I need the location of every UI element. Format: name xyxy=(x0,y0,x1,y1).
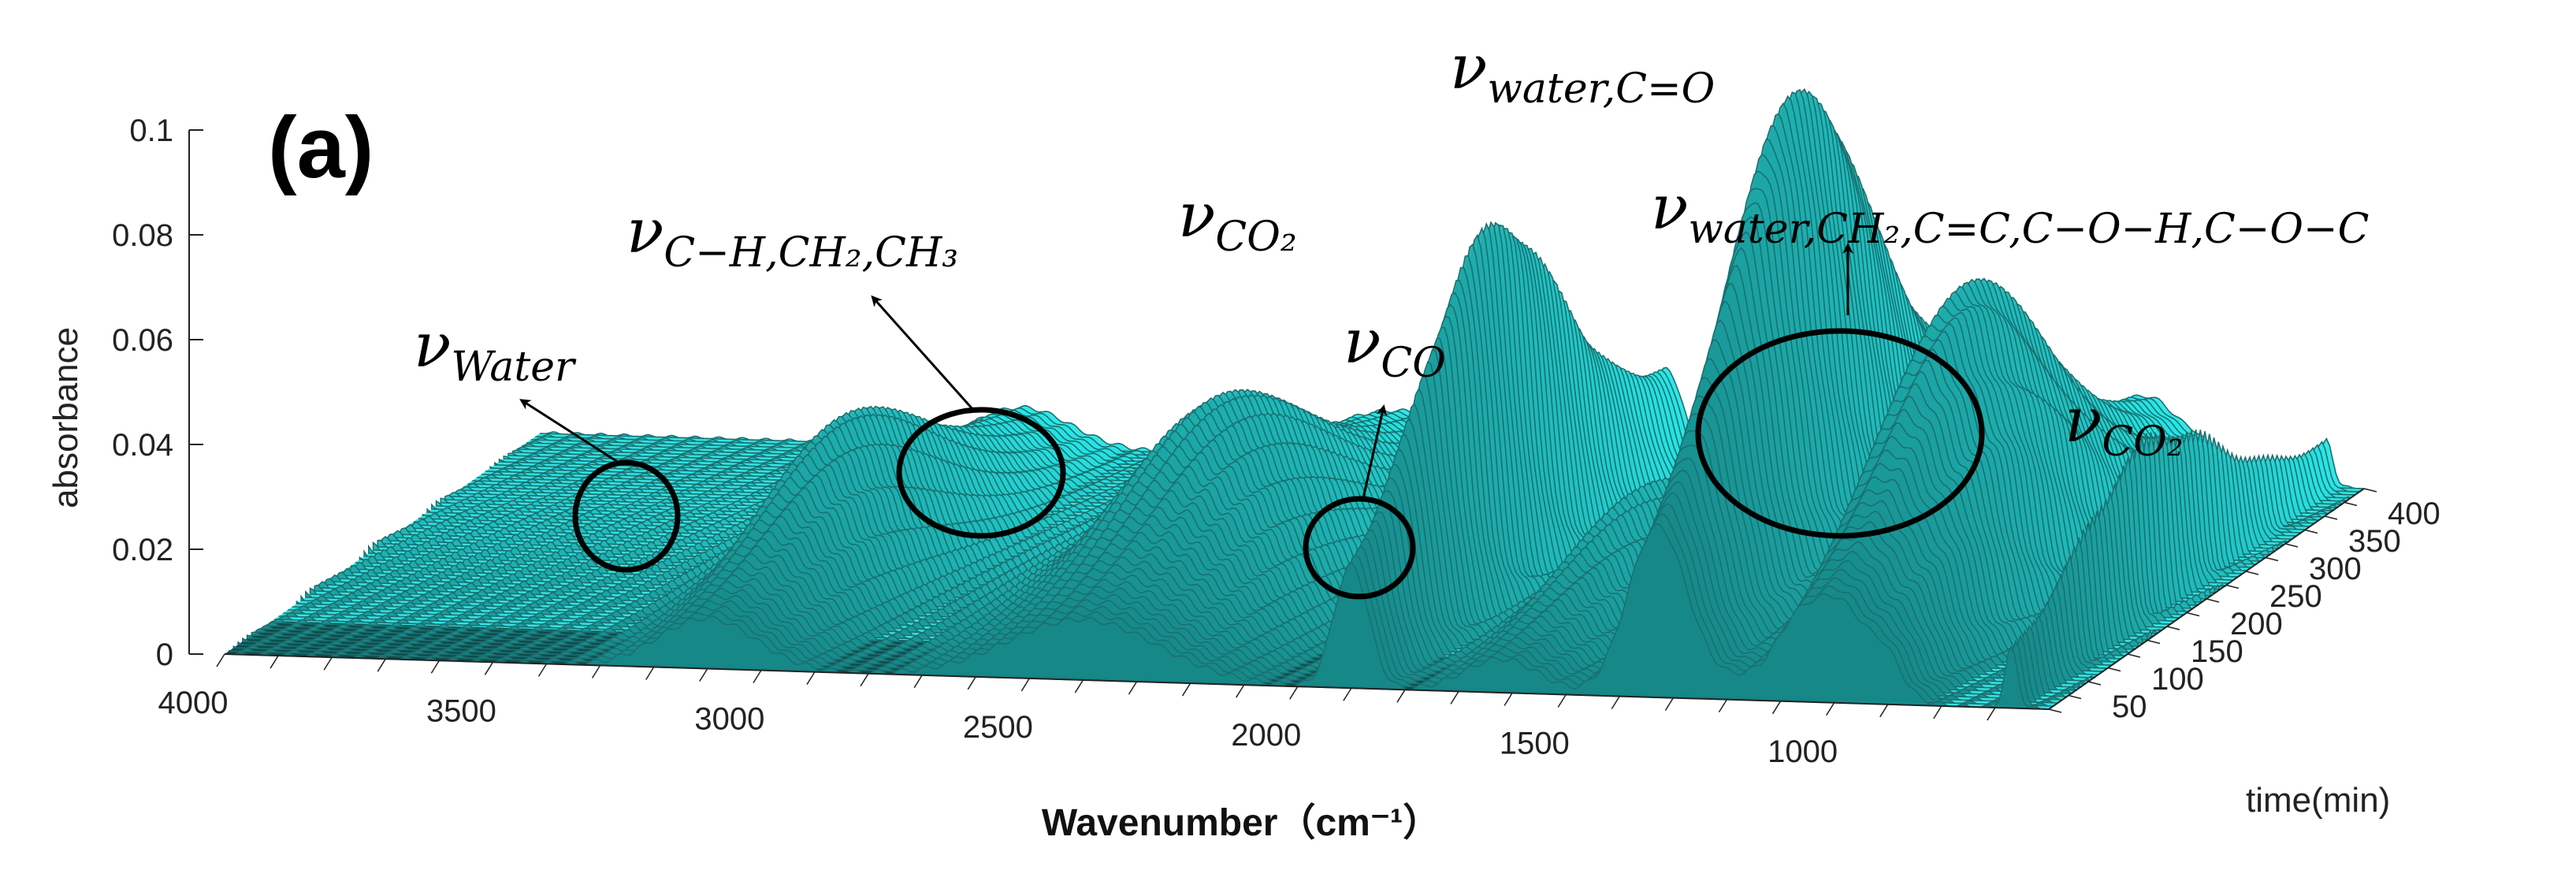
time-minor-tick xyxy=(2206,598,2220,603)
x-minor-tick xyxy=(1557,694,1567,708)
time-minor-tick xyxy=(2245,571,2259,575)
x-minor-tick xyxy=(806,671,816,686)
x-tick-label: 1000 xyxy=(1768,734,1838,769)
x-minor-tick xyxy=(1289,686,1299,700)
x-minor-tick xyxy=(591,665,601,679)
x-tick-label: 2500 xyxy=(963,710,1033,745)
x-minor-tick xyxy=(1771,701,1782,715)
time-minor-tick xyxy=(2363,488,2377,493)
x-minor-tick xyxy=(537,663,548,677)
peak-annotation: νCO₂ xyxy=(2065,385,2184,466)
annotation-arrow xyxy=(519,399,623,467)
x-tick-label: 3000 xyxy=(694,702,764,737)
time-tick-label: 100 xyxy=(2151,662,2204,697)
x-minor-tick xyxy=(430,660,440,674)
x-minor-tick xyxy=(1664,697,1675,711)
x-minor-tick xyxy=(1826,702,1835,716)
x-minor-tick xyxy=(1933,705,1942,719)
panel-label: (a) xyxy=(268,99,374,196)
x-minor-tick xyxy=(1020,678,1030,692)
y-tick-label: 0.1 xyxy=(129,113,173,148)
y-axis-label: absorbance xyxy=(46,327,85,508)
x-tick-label: 2000 xyxy=(1231,718,1301,753)
x-minor-tick xyxy=(699,668,708,682)
time-minor-tick xyxy=(2225,584,2240,589)
peak-annotation: νC−H,CH₂,CH₃ xyxy=(626,196,958,277)
time-tick-label: 150 xyxy=(2191,634,2243,669)
x-minor-tick xyxy=(323,656,333,671)
x-minor-tick xyxy=(216,653,225,667)
time-minor-tick xyxy=(2284,543,2299,548)
annotation-ellipse xyxy=(572,459,681,573)
peak-annotation: νwater,C=O xyxy=(1450,32,1715,113)
x-minor-tick xyxy=(1611,696,1620,709)
x-minor-tick xyxy=(1236,684,1245,698)
peak-annotation: νCO₂ xyxy=(1178,180,1297,261)
y-tick-label: 0 xyxy=(156,638,173,672)
x-minor-tick xyxy=(484,661,494,675)
annotation-ellipse xyxy=(1695,328,1985,539)
time-minor-tick xyxy=(2048,708,2062,713)
peak-annotation: νCO xyxy=(1344,307,1446,387)
time-tick-label: 50 xyxy=(2112,690,2147,724)
x-minor-tick xyxy=(377,658,386,672)
peak-annotation: νWater xyxy=(414,310,577,391)
annotations: νWater νC−H,CH₂,CH₃ νCO₂ νCO νwater,C=O νwate… xyxy=(414,32,2369,600)
peak-annotation: νwater,CH₂,C=C,C−O−H,C−O−C xyxy=(1651,173,2369,253)
x-minor-tick xyxy=(753,670,762,683)
annotation-arrow xyxy=(1362,404,1388,499)
x-minor-tick xyxy=(1181,682,1191,697)
y-tick-label: 0.04 xyxy=(112,428,173,463)
time-minor-tick xyxy=(2087,681,2102,686)
y-tick-label: 0.02 xyxy=(112,533,173,567)
x-minor-tick xyxy=(1987,707,1996,721)
time-minor-tick xyxy=(2344,501,2358,507)
time-tick-label: 250 xyxy=(2269,579,2322,614)
time-minor-tick xyxy=(2265,556,2279,562)
x-minor-tick xyxy=(1718,699,1728,713)
x-tick-label: 3500 xyxy=(426,693,496,728)
time-axis-label: time(min) xyxy=(2246,781,2390,820)
annotation-ellipse xyxy=(896,407,1066,539)
time-minor-tick xyxy=(2304,529,2318,534)
annotation-arrow xyxy=(871,295,975,411)
time-minor-tick xyxy=(2068,694,2082,700)
x-minor-tick xyxy=(913,675,923,689)
time-minor-tick xyxy=(2127,653,2141,658)
time-minor-tick xyxy=(2166,626,2180,630)
time-minor-tick xyxy=(2324,515,2338,520)
x-minor-tick xyxy=(1504,693,1513,706)
time-tick-label: 350 xyxy=(2348,524,2401,559)
x-minor-tick xyxy=(1879,704,1889,718)
x-tick-label: 4000 xyxy=(158,686,229,720)
annotation-ellipse xyxy=(1303,496,1416,600)
x-minor-tick xyxy=(1396,689,1406,703)
y-tick-label: 0.06 xyxy=(112,323,173,358)
x-tick-label: 1500 xyxy=(1500,726,1570,760)
x-axis-label: Wavenumber（cm⁻¹） xyxy=(1042,802,1440,844)
time-tick-label: 400 xyxy=(2388,496,2440,531)
time-minor-tick xyxy=(2147,639,2161,645)
x-minor-tick xyxy=(269,655,279,669)
x-minor-tick xyxy=(967,676,976,690)
x-minor-tick xyxy=(1343,687,1352,701)
y-tick-label: 0.08 xyxy=(112,218,173,253)
x-minor-tick xyxy=(860,673,869,687)
x-minor-tick xyxy=(1074,679,1084,693)
time-minor-tick xyxy=(2186,612,2200,617)
x-minor-tick xyxy=(1450,690,1459,705)
x-minor-tick xyxy=(645,667,655,680)
time-minor-tick xyxy=(2107,667,2121,672)
axes: 0 0.02 0.04 0.06 0.08 0.1 4000 3500 3000 2500 2000… xyxy=(112,113,2440,769)
time-tick-label: 300 xyxy=(2309,552,2362,586)
x-minor-tick xyxy=(1128,681,1138,695)
time-tick-label: 200 xyxy=(2230,607,2283,641)
